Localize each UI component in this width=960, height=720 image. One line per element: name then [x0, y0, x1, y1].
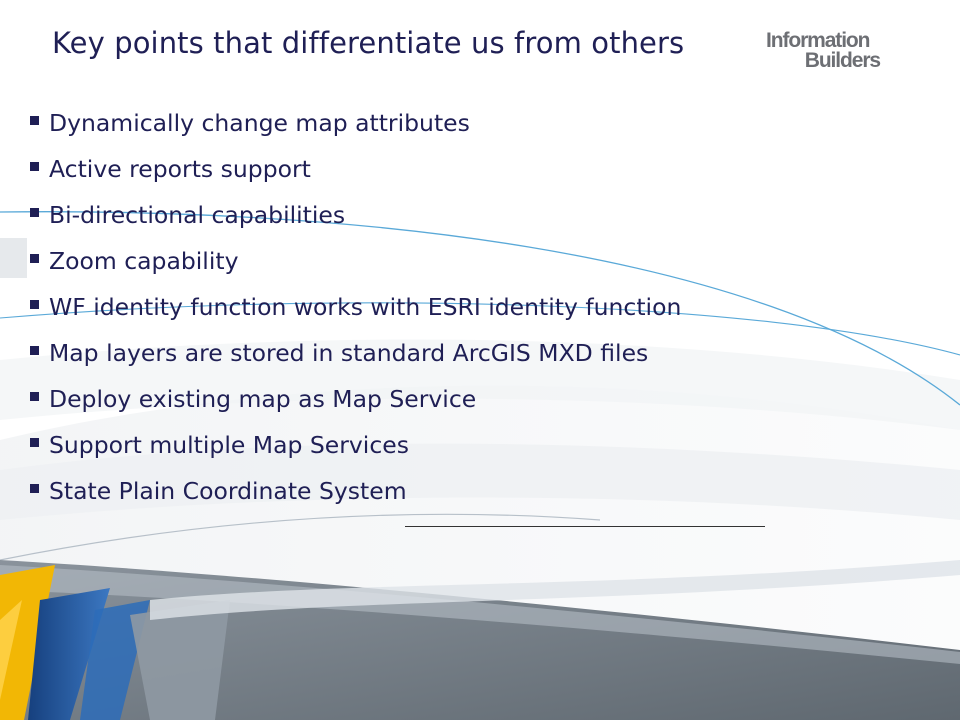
square-bullet-icon	[30, 207, 39, 217]
logo-line-1: Information	[766, 29, 870, 52]
bullet-text: Zoom capability	[49, 247, 239, 275]
information-builders-logo: Information Builders	[766, 29, 882, 72]
bullet-text: Active reports support	[49, 155, 311, 183]
bullet-item: Dynamically change map attributes	[30, 100, 681, 146]
square-bullet-icon	[30, 253, 39, 263]
left-edge-strip	[0, 238, 27, 278]
square-bullet-icon	[30, 299, 39, 309]
bullet-item: Map layers are stored in standard ArcGIS…	[30, 330, 681, 376]
bullet-text: Map layers are stored in standard ArcGIS…	[49, 339, 649, 367]
square-bullet-icon	[30, 115, 39, 125]
bullet-item: Support multiple Map Services	[30, 422, 681, 468]
bullet-text: Support multiple Map Services	[49, 431, 409, 459]
bullet-item: Active reports support	[30, 146, 681, 192]
square-bullet-icon	[30, 161, 39, 171]
bullet-text: WF identity function works with ESRI ide…	[49, 293, 682, 321]
bullet-text: Dynamically change map attributes	[49, 109, 470, 137]
horizontal-rule	[405, 526, 765, 527]
square-bullet-icon	[30, 391, 39, 401]
square-bullet-icon	[30, 483, 39, 493]
bullet-item: WF identity function works with ESRI ide…	[30, 284, 681, 330]
bullet-item: Zoom capability	[30, 238, 681, 284]
bullet-item: Bi-directional capabilities	[30, 192, 681, 238]
bullet-text: Deploy existing map as Map Service	[49, 385, 477, 413]
bullet-item: Deploy existing map as Map Service	[30, 376, 681, 422]
square-bullet-icon	[30, 345, 39, 355]
bullet-list: Dynamically change map attributes Active…	[30, 100, 681, 514]
slide-title: Key points that differentiate us from ot…	[52, 26, 685, 60]
logo-line-2: Builders	[804, 49, 881, 72]
bullet-text: Bi-directional capabilities	[49, 201, 346, 229]
square-bullet-icon	[30, 437, 39, 447]
bullet-text: State Plain Coordinate System	[49, 477, 407, 505]
bullet-item: State Plain Coordinate System	[30, 468, 681, 514]
